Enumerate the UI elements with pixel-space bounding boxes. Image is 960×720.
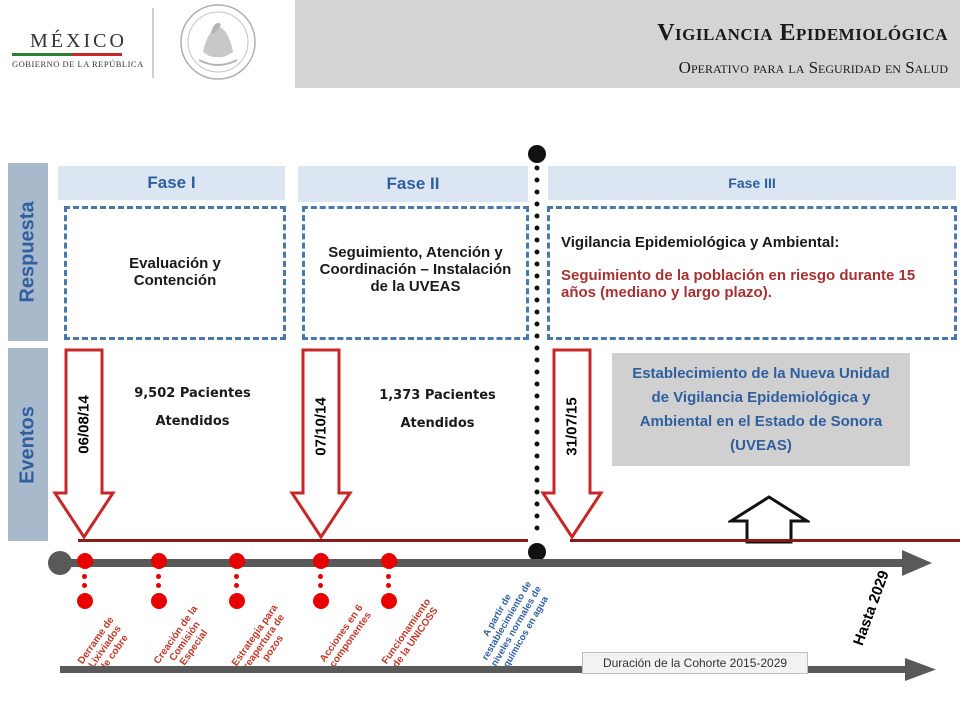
page-subtitle: Operativo para la Seguridad en Salud	[678, 58, 948, 77]
event-arrow-3-icon	[540, 348, 604, 540]
milestone-end-5	[381, 593, 397, 609]
events-baseline-left	[78, 539, 528, 542]
milestone-tick-1a	[82, 574, 87, 579]
patients-2: 1,373 Pacientes Atendidos	[355, 382, 520, 438]
cohort-label: Duración de la Cohorte 2015-2029	[582, 652, 808, 674]
establishment-text: Establecimiento de la Nueva Unidad de Vi…	[632, 365, 890, 454]
milestone-tick-2a	[156, 574, 161, 579]
milestone-dot-3	[229, 553, 245, 569]
patients-2-label: Atendidos	[400, 416, 475, 431]
event-date-2: 07/10/14	[312, 397, 330, 456]
phase-1-text: Evaluación y Contención	[129, 255, 221, 289]
phase-3-detail: Seguimiento de la población en riesgo du…	[561, 267, 916, 301]
milestone-end-4	[313, 593, 329, 609]
milestone-tick-1b	[82, 583, 87, 588]
milestone-dot-1	[77, 553, 93, 569]
cutoff-dotted-line	[528, 145, 546, 561]
events-side-label: Eventos	[8, 348, 48, 541]
up-arrow-icon	[728, 495, 810, 544]
phase-3-header: Fase III	[548, 166, 956, 200]
response-label-text: Respuesta	[16, 201, 39, 303]
main-timeline-arrow	[48, 550, 932, 576]
event-arrow-2-icon	[289, 348, 353, 540]
phase-3-title: Vigilancia Epidemiológica y Ambiental:	[561, 234, 840, 251]
establishment-box: Establecimiento de la Nueva Unidad de Vi…	[612, 353, 910, 466]
phase-2-box: Seguimiento, Atención y Coordinación – I…	[302, 206, 529, 340]
milestone-tick-5a	[386, 574, 391, 579]
header-band	[295, 0, 960, 88]
government-label: GOBIERNO DE LA REPÚBLICA	[12, 59, 144, 69]
phase-3-box: Vigilancia Epidemiológica y Ambiental: S…	[547, 206, 957, 340]
national-seal-icon	[180, 4, 256, 80]
phase-2-header: Fase II	[298, 166, 528, 202]
event-arrow-1-icon	[52, 348, 116, 540]
phase-2-text: Seguimiento, Atención y Coordinación – I…	[319, 244, 512, 295]
patients-1-count: 9,502 Pacientes	[134, 386, 251, 401]
flag-stripe-green	[12, 53, 72, 56]
flag-stripe-red	[72, 53, 122, 56]
patients-1: 9,502 Pacientes Atendidos	[110, 380, 275, 436]
milestone-end-2	[151, 593, 167, 609]
milestone-tick-4b	[318, 583, 323, 588]
page-title: Vigilancia Epidemiológica	[657, 20, 948, 46]
milestone-dot-5	[381, 553, 397, 569]
milestone-end-3	[229, 593, 245, 609]
milestone-tick-5b	[386, 583, 391, 588]
milestone-tick-3a	[234, 574, 239, 579]
events-label-text: Eventos	[16, 405, 39, 484]
phase-1-header: Fase I	[58, 166, 285, 200]
response-side-label: Respuesta	[8, 163, 48, 341]
events-baseline-right	[570, 539, 960, 542]
end-year-label: Hasta 2029	[850, 568, 893, 648]
cohort-timeline-arrow	[60, 658, 936, 681]
milestone-tick-2b	[156, 583, 161, 588]
header-divider	[152, 8, 154, 78]
country-wordmark: MÉXICO	[30, 30, 127, 52]
milestone-dot-4	[313, 553, 329, 569]
milestone-tick-4a	[318, 574, 323, 579]
milestone-tick-3b	[234, 583, 239, 588]
milestone-dot-2	[151, 553, 167, 569]
event-date-3: 31/07/15	[563, 397, 581, 456]
event-date-1: 06/08/14	[75, 395, 93, 454]
phase-1-box: Evaluación y Contención	[64, 206, 286, 340]
milestone-end-1	[77, 593, 93, 609]
patients-2-count: 1,373 Pacientes	[379, 388, 496, 403]
patients-1-label: Atendidos	[155, 414, 230, 429]
